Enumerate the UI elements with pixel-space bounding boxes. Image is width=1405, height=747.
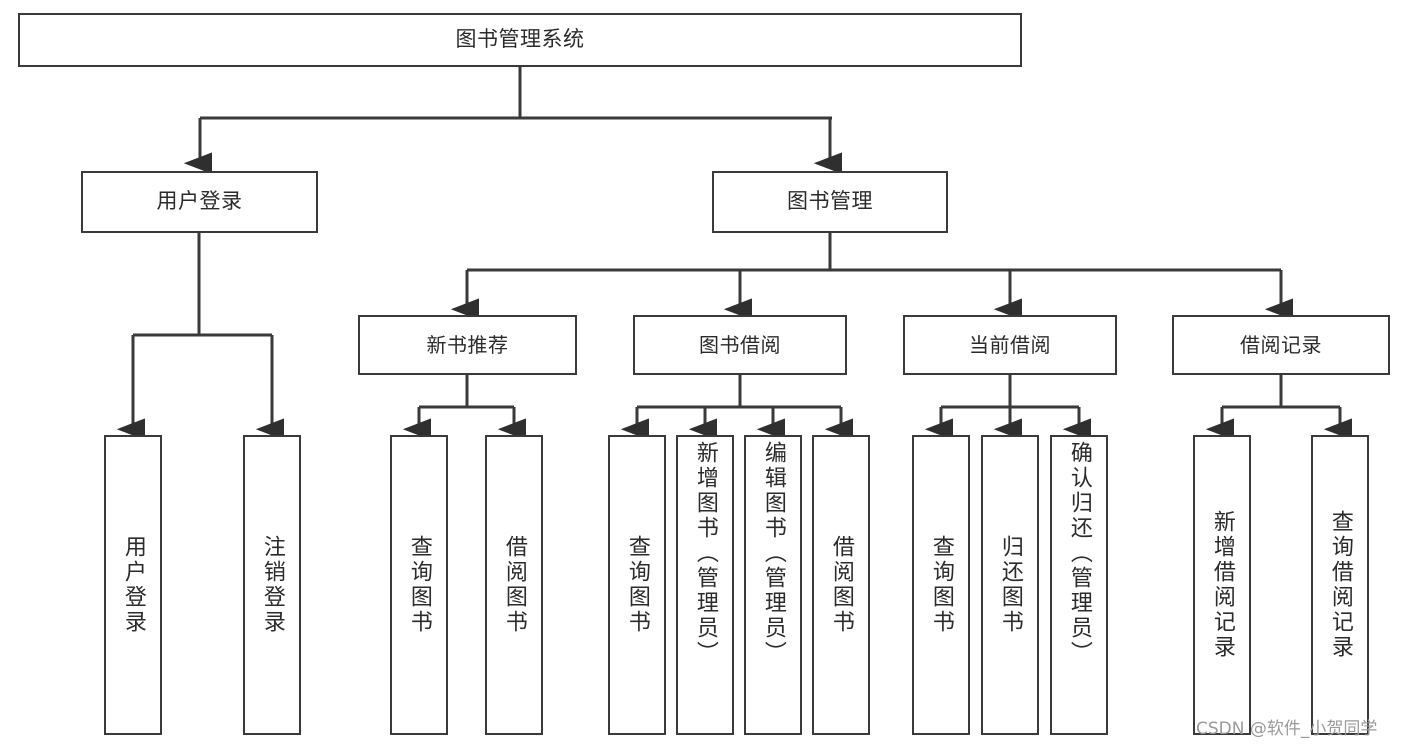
leaf-current-confirm-return-admin[interactable]: 确认归还（管理员） <box>1050 435 1108 735</box>
node-label: 用户登录 <box>120 535 146 635</box>
node-label: 注销登录 <box>259 535 285 635</box>
node-label: 新书推荐 <box>426 332 509 357</box>
leaf-records-query-record[interactable]: 查询借阅记录 <box>1311 435 1369 735</box>
node-label: 确认归还（管理员） <box>1066 441 1092 666</box>
node-book-management[interactable]: 图书管理 <box>712 171 948 233</box>
node-label: 归还图书 <box>997 535 1023 635</box>
node-label: 查询图书 <box>928 535 954 635</box>
node-label: 借阅图书 <box>828 535 854 635</box>
node-label: 借阅记录 <box>1240 332 1322 357</box>
node-label: 图书管理系统 <box>455 27 585 52</box>
leaf-new-books-query-book[interactable]: 查询图书 <box>390 435 448 735</box>
node-label: 查询借阅记录 <box>1327 510 1353 660</box>
node-label: 编辑图书（管理员） <box>760 441 786 666</box>
leaf-user-login-login[interactable]: 用户登录 <box>104 435 162 735</box>
node-borrowing-records[interactable]: 借阅记录 <box>1172 315 1390 375</box>
node-label: 借阅图书 <box>501 535 527 635</box>
node-label: 用户登录 <box>156 189 243 214</box>
node-root-book-management-system[interactable]: 图书管理系统 <box>18 13 1022 67</box>
leaf-borrow-add-book-admin[interactable]: 新增图书（管理员） <box>676 435 734 735</box>
node-label: 图书管理 <box>787 189 873 214</box>
leaf-current-query-book[interactable]: 查询图书 <box>912 435 970 735</box>
leaf-records-add-record[interactable]: 新增借阅记录 <box>1193 435 1251 735</box>
node-label: 新增图书（管理员） <box>692 441 718 666</box>
leaf-user-login-logout[interactable]: 注销登录 <box>243 435 301 735</box>
node-user-login[interactable]: 用户登录 <box>81 171 318 233</box>
node-label: 查询图书 <box>624 535 650 635</box>
node-book-borrowing[interactable]: 图书借阅 <box>633 315 847 375</box>
node-label: 当前借阅 <box>969 332 1051 357</box>
leaf-current-return-book[interactable]: 归还图书 <box>981 435 1039 735</box>
node-current-borrowing[interactable]: 当前借阅 <box>903 315 1117 375</box>
node-label: 新增借阅记录 <box>1209 510 1235 660</box>
csdn-watermark: CSDN @软件_小贺同学 <box>1196 719 1378 739</box>
node-label: 图书借阅 <box>699 332 781 357</box>
node-label: 查询图书 <box>406 535 432 635</box>
leaf-borrow-query-book[interactable]: 查询图书 <box>608 435 666 735</box>
leaf-new-books-borrow-book[interactable]: 借阅图书 <box>485 435 543 735</box>
leaf-borrow-edit-book-admin[interactable]: 编辑图书（管理员） <box>744 435 802 735</box>
node-new-book-recommendation[interactable]: 新书推荐 <box>358 315 577 375</box>
leaf-borrow-borrow-book[interactable]: 借阅图书 <box>812 435 870 735</box>
